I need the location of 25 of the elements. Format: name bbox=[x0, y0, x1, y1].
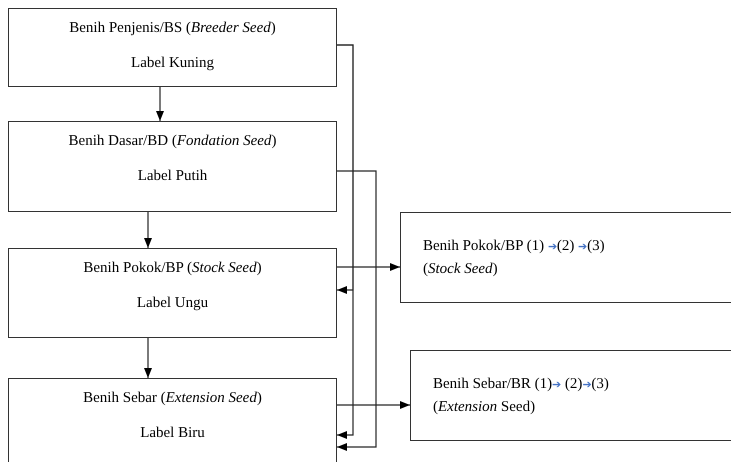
process-box bbox=[8, 121, 337, 212]
box-text: Benih Dasar/BD (Fondation Seed) bbox=[68, 132, 276, 151]
arrow bbox=[156, 87, 164, 121]
box-text: Benih Penjenis/BS (Breeder Seed) bbox=[69, 19, 276, 38]
process-box bbox=[410, 350, 731, 441]
box-text: Benih Pokok/BP (1) ➔(2) ➔(3) bbox=[423, 236, 605, 256]
arrow bbox=[144, 338, 152, 378]
arrow bbox=[337, 263, 400, 271]
box-text: Label Putih bbox=[138, 166, 208, 186]
box-text: Benih Sebar/BR (1)➔ (2)➔(3) bbox=[433, 374, 609, 394]
arrow bbox=[337, 170, 377, 451]
process-box bbox=[8, 248, 337, 338]
arrow bbox=[337, 401, 410, 409]
box-text: (Extension Seed) bbox=[433, 398, 536, 416]
box-text: Label Kuning bbox=[131, 54, 214, 72]
process-box bbox=[8, 378, 337, 462]
process-box bbox=[8, 8, 337, 87]
process-box bbox=[400, 212, 731, 303]
box-text: Benih Sebar (Extension Seed) bbox=[83, 389, 262, 408]
arrow bbox=[337, 44, 354, 439]
box-text: Benih Pokok/BP (Stock Seed) bbox=[83, 259, 262, 278]
box-text: Label Biru bbox=[140, 424, 205, 442]
arrow bbox=[144, 212, 152, 248]
box-text: Label Ungu bbox=[136, 294, 208, 312]
box-text: (Stock Seed) bbox=[423, 260, 498, 278]
